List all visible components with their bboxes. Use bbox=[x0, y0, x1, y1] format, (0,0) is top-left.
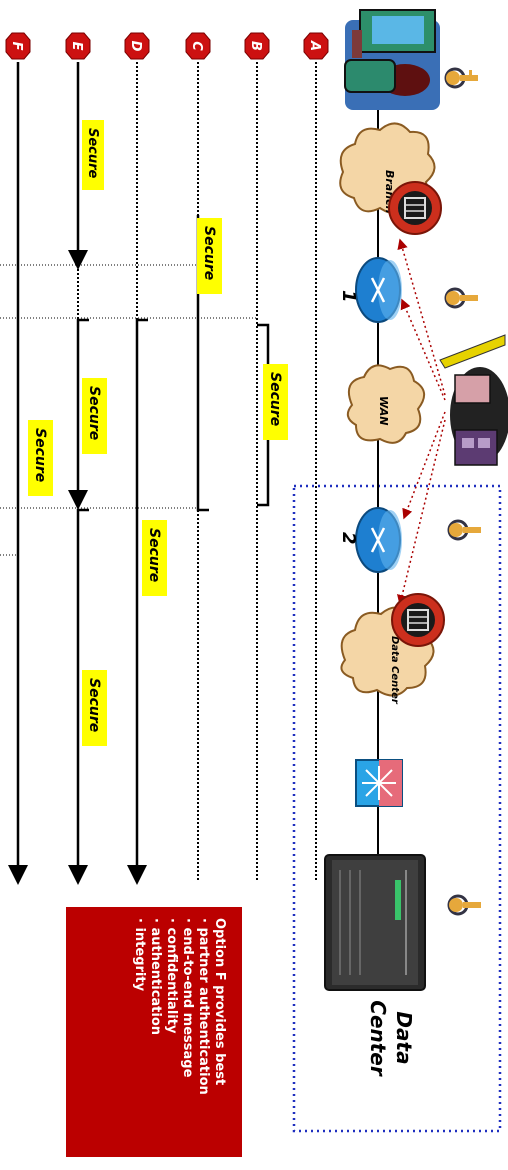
svg-text:E: E bbox=[69, 42, 84, 51]
router-1-icon bbox=[356, 258, 402, 322]
svg-text:F: F bbox=[9, 42, 24, 51]
note-line: · partner authentication bbox=[196, 918, 211, 1095]
svg-text:Secure: Secure bbox=[85, 128, 100, 179]
key-icon bbox=[446, 289, 478, 307]
secure-label-e1: Secure bbox=[82, 120, 104, 190]
secure-label-d: Secure bbox=[142, 520, 167, 596]
option-badge-d: D bbox=[125, 33, 149, 59]
key-icon bbox=[449, 896, 481, 914]
alignment-guides bbox=[0, 265, 257, 555]
note-line: · confidentiality bbox=[164, 918, 179, 1034]
datacenter-title: Data bbox=[392, 1011, 416, 1064]
secure-label-b: Secure bbox=[263, 364, 288, 440]
datacenter-title-line2: Center bbox=[366, 1000, 390, 1077]
svg-text:Secure: Secure bbox=[201, 226, 217, 280]
secure-label-c: Secure bbox=[197, 218, 222, 294]
svg-text:Secure: Secure bbox=[86, 386, 102, 440]
svg-text:Secure: Secure bbox=[86, 678, 102, 732]
wan-cloud-icon: WAN bbox=[348, 365, 424, 442]
svg-text:C: C bbox=[189, 41, 204, 51]
svg-text:A: A bbox=[307, 40, 322, 51]
svg-text:Secure: Secure bbox=[32, 428, 48, 482]
key-icon bbox=[449, 521, 481, 539]
branch-firewall-icon bbox=[389, 182, 441, 234]
note-line: · authentication bbox=[148, 918, 163, 1035]
svg-text:Secure: Secure bbox=[267, 372, 283, 426]
datacenter-cloud-label: Data Center bbox=[389, 636, 400, 705]
wan-label: WAN bbox=[377, 396, 390, 425]
datacenter-firewall-icon bbox=[392, 594, 444, 646]
attacker-icon bbox=[440, 335, 508, 465]
router-2-label: 2 bbox=[338, 532, 359, 545]
option-badge-c: C bbox=[186, 33, 210, 59]
router-2-icon bbox=[356, 508, 402, 572]
user-workstation-icon bbox=[345, 10, 440, 110]
secure-label-f: Secure bbox=[28, 420, 53, 496]
option-badge-a: A bbox=[304, 33, 328, 59]
option-badge-f: F bbox=[6, 33, 30, 59]
option-d-secure-segment bbox=[137, 320, 148, 880]
note-line: Option F provides best bbox=[212, 918, 227, 1085]
secure-label-e3: Secure bbox=[82, 670, 107, 746]
server-icon bbox=[325, 855, 425, 990]
svg-text:D: D bbox=[128, 41, 143, 52]
note-line: · integrity bbox=[132, 918, 147, 992]
option-badge-b: B bbox=[245, 33, 269, 59]
svg-text:Secure: Secure bbox=[146, 528, 162, 582]
switch-icon bbox=[356, 760, 402, 806]
secure-label-e2: Secure bbox=[82, 378, 107, 454]
summary-note-box: Option F provides best · partner authent… bbox=[66, 907, 242, 1157]
option-badge-e: E bbox=[66, 33, 90, 59]
key-icon bbox=[446, 69, 478, 87]
router-1-label: 1 bbox=[338, 290, 359, 303]
note-line: · end-to-end message bbox=[180, 918, 195, 1078]
svg-text:B: B bbox=[248, 41, 263, 51]
